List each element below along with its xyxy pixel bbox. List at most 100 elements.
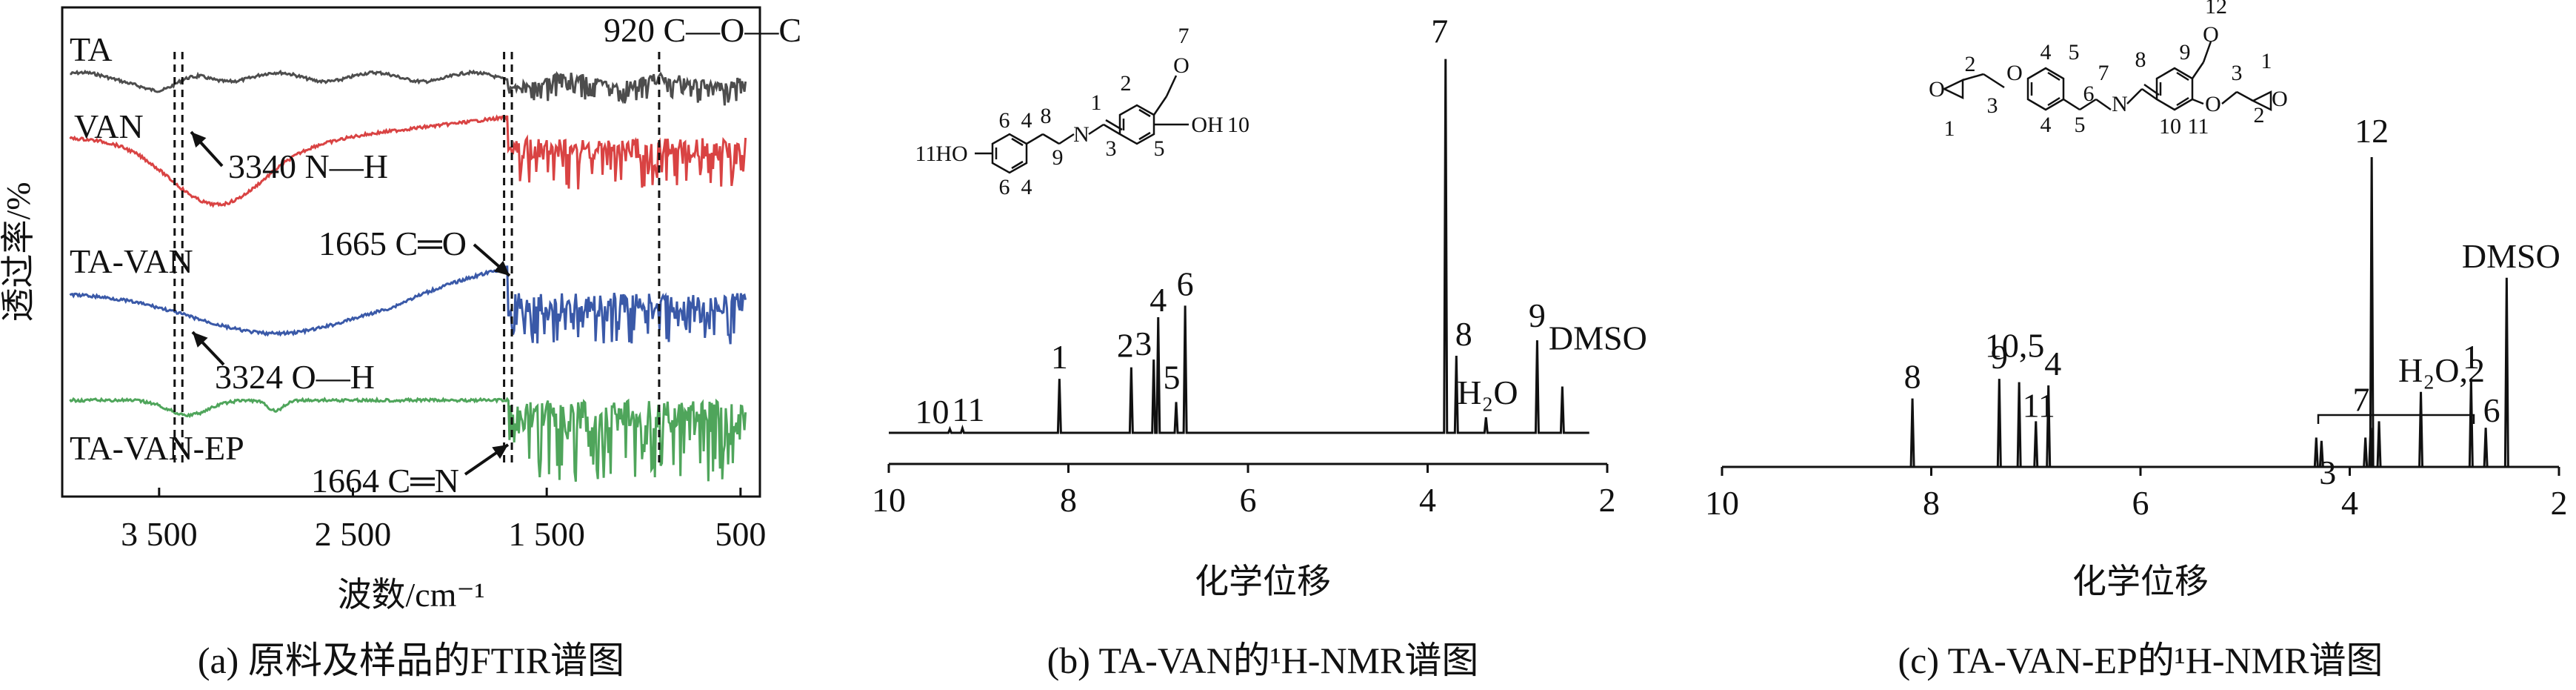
nmr-c-x-tick-label: 2 [2551, 484, 2568, 522]
ftir-x-tick-label: 2 500 [315, 515, 392, 553]
nmr-c-peak-label: 6 [2483, 391, 2500, 429]
nmr-b-peak-label: DMSO [1549, 319, 1647, 357]
nmr-b-peak-label: H₂O [1457, 374, 1518, 411]
ftir-series-van [69, 114, 747, 208]
struct-c-label-2a: 2 [1965, 52, 1976, 76]
ftir-series-ta-van [69, 265, 747, 345]
ta-van-ep-structure [1942, 41, 2272, 112]
struct-b-label-7: 7 [1178, 24, 1189, 48]
nmr-c-peak-label: 12 [2355, 112, 2389, 150]
nmr-b-peak-label: 6 [1177, 265, 1194, 302]
nmr-b-peak-label: 3 [1135, 325, 1152, 362]
nmr-b-peak-label: 2 [1117, 327, 1134, 365]
ftir-x-tick-label: 3 500 [121, 515, 198, 553]
nmr-b-spectrum-line [889, 59, 1589, 434]
ftir-series-ta-van-ep [69, 396, 747, 482]
struct-c-o-3: O [2203, 22, 2219, 47]
ftir-x-tick-label: 500 [715, 515, 766, 553]
nmr-c-x-tick-label: 6 [2132, 484, 2149, 522]
struct-c-label-8: 8 [2135, 47, 2146, 72]
ftir-annotation: 1665 C═O [318, 225, 467, 262]
ftir-x-axis-label: 波数/cm⁻¹ [337, 576, 484, 614]
nmr-c-x-axis-label: 化学位移 [2072, 563, 2209, 600]
struct-b-label-3: 3 [1106, 136, 1117, 161]
nmr-c-peak-label: 1 [2463, 338, 2480, 376]
ftir-series-label-ta-van-ep: TA-VAN-EP [70, 429, 244, 467]
struct-c-o-4: O [2205, 92, 2221, 116]
nmr-b-peak-label: 7 [1431, 13, 1448, 50]
nmr-b-peak-label: 5 [1164, 358, 1181, 396]
ta-van-structure [975, 75, 1189, 174]
struct-c-label-2b: 2 [2254, 103, 2265, 127]
nmr-b-peak-label: 9 [1529, 296, 1546, 334]
nmr-b-x-tick-label: 2 [1599, 481, 1616, 519]
ftir-annotation: 920 C—O—C [604, 11, 801, 49]
struct-c-label-7: 7 [2098, 61, 2109, 85]
ta-van-ep-structure-labels: O 1 2 3 O 4 4 5 5 6 7 N 8 9 10 11 O 12 O… [1929, 0, 2288, 141]
ftir-annotation-arrowhead [492, 445, 508, 460]
nmr-b-x-tick-label: 8 [1060, 481, 1077, 519]
ftir-annotation: 1664 C═N [311, 462, 459, 500]
struct-c-label-5b: 5 [2075, 113, 2086, 137]
struct-c-label-6: 6 [2083, 82, 2095, 106]
struct-b-label-4b: 4 [1021, 175, 1032, 199]
struct-b-label-10: 10 [1227, 113, 1249, 137]
ftir-annotation: 3340 N—H [228, 147, 388, 185]
nmr-b-peak-label: 8 [1455, 315, 1472, 353]
struct-b-label-9: 9 [1052, 145, 1064, 170]
ta-van-structure-labels: HO 11 6 4 6 4 9 8 N 1 2 3 5 O 7 OH 10 [915, 24, 1249, 199]
nmr-b-x-tick-label: 6 [1240, 481, 1257, 519]
struct-c-n: N [2112, 92, 2128, 116]
nmr-c-x-tick-label: 4 [2341, 484, 2358, 522]
nmr-c-peak-label: 10,5 [1985, 327, 2045, 365]
struct-b-oh: OH [1191, 113, 1223, 137]
nmr-c-peak-label: 4 [2044, 345, 2061, 382]
struct-b-label-8: 8 [1041, 104, 1052, 128]
nmr-b-x-tick-label: 10 [872, 481, 906, 519]
struct-c-o-2: O [2006, 61, 2023, 85]
ftir-annotation-arrowhead [193, 332, 208, 348]
struct-c-label-9: 9 [2180, 40, 2191, 64]
struct-c-label-10: 10 [2159, 114, 2181, 139]
nmr-c-peak-label: 3 [2319, 454, 2336, 491]
ftir-annotation: 3324 O—H [215, 358, 375, 396]
ftir-x-tick-label: 1 500 [508, 515, 585, 553]
struct-c-label-11: 11 [2188, 114, 2209, 139]
nmr-c-peak-label: 8 [1904, 358, 1921, 396]
nmr-c-peak-label: 9 [1991, 338, 2008, 376]
ftir-annotation-arrowhead [493, 260, 510, 276]
struct-c-label-1b: 1 [2261, 49, 2272, 73]
nmr-b-peak-label: 11 [952, 391, 984, 428]
struct-c-label-3a: 3 [1987, 93, 1998, 118]
struct-b-ho: HO [935, 142, 967, 166]
nmr-b-caption: (b) TA-VAN的¹H-NMR谱图 [1047, 640, 1479, 681]
nmr-c-x-tick-label: 10 [1705, 484, 1739, 522]
ftir-series-label-van: VAN [74, 107, 144, 145]
nmr-c-spectrum-line [1826, 156, 2554, 468]
struct-c-o-1: O [1929, 77, 1945, 102]
nmr-c-caption: (c) TA-VAN-EP的¹H-NMR谱图 [1898, 640, 2383, 681]
ftir-series-label-ta-van: TA-VAN [70, 242, 193, 280]
struct-c-label-5a: 5 [2069, 40, 2080, 64]
struct-b-label-4a: 4 [1021, 108, 1032, 133]
nmr-c-x-tick-label: 8 [1923, 484, 1940, 522]
struct-b-label-11: 11 [915, 142, 937, 166]
nmr-b-x-axis-label: 化学位移 [1195, 563, 1331, 600]
nmr-c-peak-label: DMSO [2462, 237, 2560, 275]
struct-c-label-1a: 1 [1944, 116, 1955, 141]
struct-b-label-1: 1 [1091, 90, 1102, 115]
nmr-b-peak-label: 1 [1051, 338, 1068, 376]
struct-b-label-5: 5 [1154, 136, 1165, 161]
struct-c-o-5: O [2272, 87, 2288, 111]
nmr-c-peak-label: 7 [2353, 380, 2370, 418]
nmr-b-x-tick-label: 4 [1419, 481, 1436, 519]
nmr-b-peak-label: 10 [915, 393, 949, 431]
ftir-series-ta [70, 69, 747, 106]
struct-b-label-2: 2 [1121, 71, 1132, 96]
ftir-caption: (a) 原料及样品的FTIR谱图 [198, 640, 624, 681]
nmr-c-peak-label: 11 [2023, 386, 2055, 424]
